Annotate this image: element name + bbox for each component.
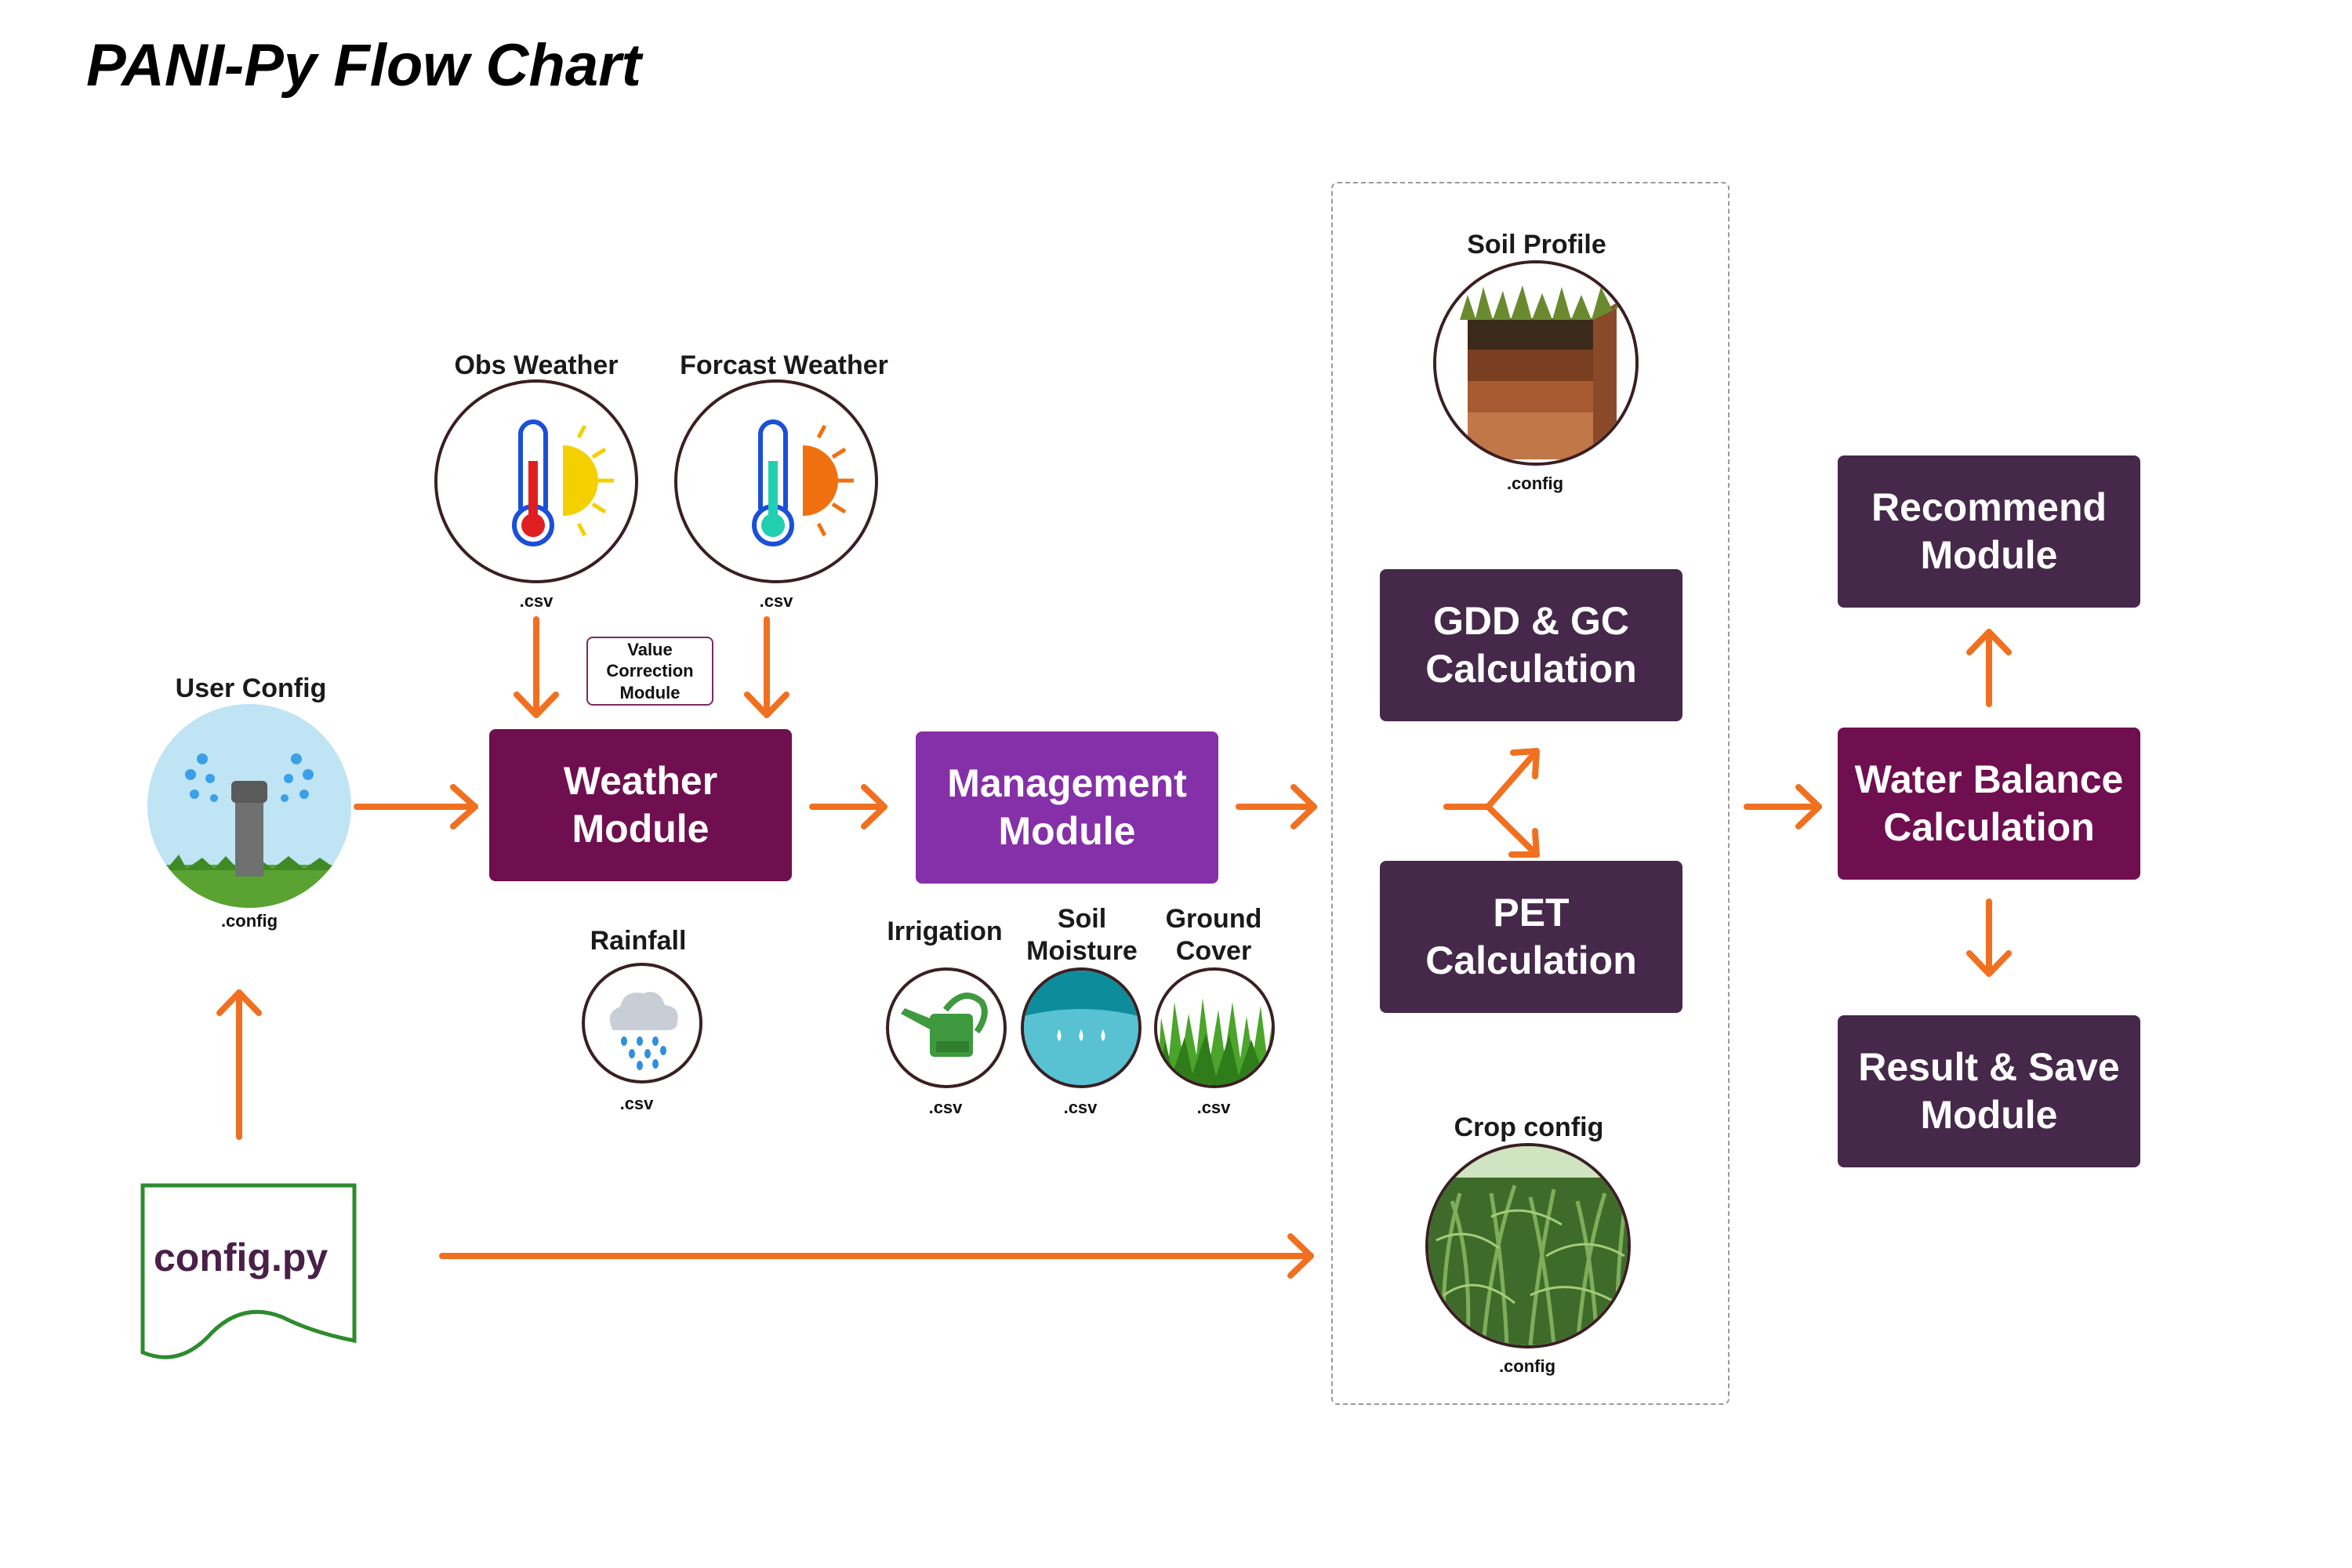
obs-weather-label: Obs Weather (454, 350, 619, 380)
watering-can-icon (886, 967, 1007, 1088)
ground-cover-label: Ground Cover (1165, 904, 1262, 966)
crop-config-label: Crop config (1454, 1112, 1604, 1142)
rainfall-ext: .csv (619, 1094, 654, 1113)
irrigation-ext: .csv (928, 1098, 963, 1117)
arrow-management-to-group (1236, 784, 1317, 829)
weather-module[interactable]: Weather Module (489, 729, 792, 881)
forecast-weather-label: Forcast Weather (680, 350, 888, 380)
ground-cover-ext: .csv (1196, 1098, 1231, 1117)
crop-config-ext: .config (1498, 1356, 1556, 1376)
forecast-weather-ext: .csv (759, 591, 793, 611)
corn-field-icon (1425, 1143, 1631, 1348)
recommend-module[interactable]: Recommend Module (1838, 456, 2140, 608)
gdd-gc-calculation[interactable]: GDD & GC Calculation (1380, 569, 1682, 721)
rain-cloud-icon (582, 963, 702, 1083)
user-config-ext: .config (220, 911, 278, 931)
management-module[interactable]: Management Module (916, 731, 1218, 884)
arrow-waterbalance-to-recommend (1966, 629, 2012, 707)
result-save-module[interactable]: Result & Save Module (1838, 1015, 2140, 1167)
arrow-weather-to-management (809, 784, 887, 829)
value-correction-module[interactable]: Value Correction Module (586, 637, 713, 706)
config-py-label[interactable]: config.py (154, 1236, 328, 1279)
calculation-group-container (1331, 182, 1730, 1405)
soil-profile-icon (1433, 260, 1639, 466)
rainfall-label: Rainfall (590, 926, 687, 956)
fork-connector (1443, 748, 1540, 858)
soil-moisture-label: Soil Moisture (1026, 904, 1138, 966)
soil-profile-ext: .config (1506, 474, 1564, 493)
pet-calculation[interactable]: PET Calculation (1380, 861, 1682, 1013)
page-title: PANI-Py Flow Chart (86, 32, 641, 99)
irrigation-label: Irrigation (887, 916, 1003, 946)
sprinkler-icon (147, 704, 351, 908)
thermometer-sun-icon (434, 379, 638, 583)
arrow-waterbalance-to-result (1966, 898, 2012, 977)
soil-profile-label: Soil Profile (1467, 230, 1606, 260)
arrow-obs-to-weather (514, 616, 559, 718)
obs-weather-ext: .csv (519, 591, 554, 611)
water-balance-calculation[interactable]: Water Balance Calculation (1838, 728, 2140, 880)
arrow-group-to-waterbalance (1744, 784, 1822, 829)
arrow-configpy-to-userconfig (216, 989, 262, 1140)
soil-moisture-ext: .csv (1063, 1098, 1098, 1117)
arrow-forecast-to-weather (744, 616, 789, 718)
arrow-userconfig-to-weather (354, 784, 478, 829)
water-drops-icon (1021, 967, 1142, 1088)
arrow-configpy-to-group (439, 1233, 1314, 1279)
thermometer-sun-icon (674, 379, 878, 583)
grass-icon (1154, 967, 1275, 1088)
